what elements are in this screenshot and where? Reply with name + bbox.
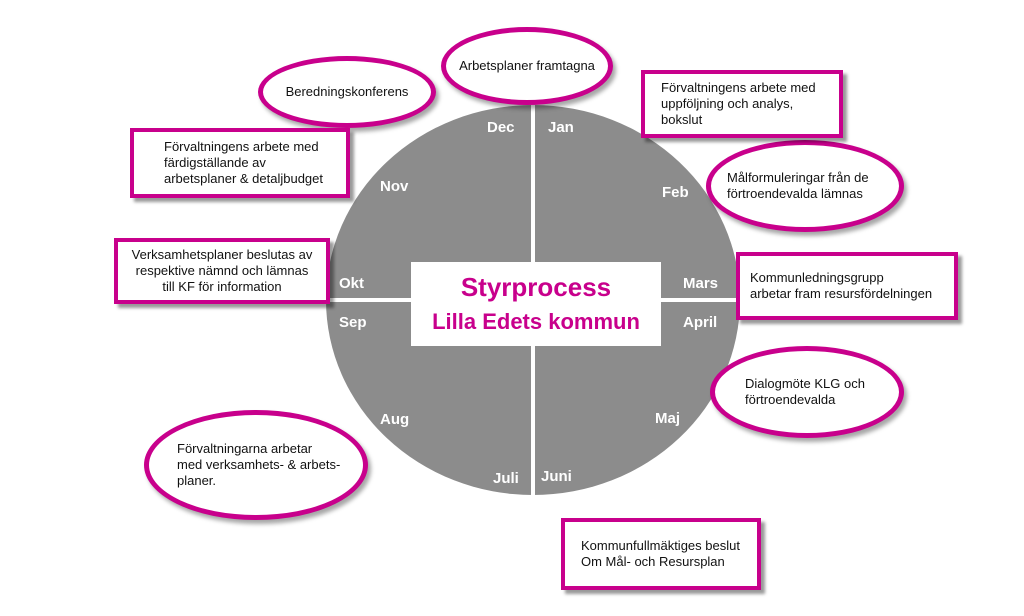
event-label: Målformuleringar från de förtroendevalda… xyxy=(727,170,869,201)
month-mars: Mars xyxy=(683,275,718,292)
event-kf-beslut: Kommunfullmäktiges beslut Om Mål- och Re… xyxy=(561,518,761,590)
event-label: Dialogmöte KLG och förtroendevalda xyxy=(745,376,865,407)
month-feb: Feb xyxy=(662,184,689,201)
diagram-subtitle: Lilla Edets kommun xyxy=(432,309,640,334)
month-maj: Maj xyxy=(655,410,680,427)
event-forvaltningens-fardigstallande: Förvaltningens arbete med färdigställand… xyxy=(130,128,350,198)
month-dec: Dec xyxy=(487,119,515,136)
event-arbetsplaner-framtagna: Arbetsplaner framtagna xyxy=(441,27,613,105)
event-forvaltningarna-arbetar: Förvaltningarna arbetar med verksamhets-… xyxy=(144,410,368,520)
event-label: Förvaltningarna arbetar med verksamhets-… xyxy=(177,441,341,488)
event-label: Verksamhetsplaner beslutas av respektive… xyxy=(131,247,313,294)
event-label: Förvaltningens arbete med färdigställand… xyxy=(164,139,324,186)
event-label: Förvaltningens arbete med uppföljning oc… xyxy=(661,80,816,127)
event-kommunledningsgrupp: Kommunledningsgrupp arbetar fram resursf… xyxy=(736,252,958,320)
event-label: Kommunfullmäktiges beslut Om Mål- och Re… xyxy=(581,538,740,569)
event-label: Beredningskonferens xyxy=(285,84,409,99)
event-label: Kommunledningsgrupp arbetar fram resursf… xyxy=(750,270,933,301)
month-jan: Jan xyxy=(548,119,574,136)
event-forvaltningens-uppfoljning: Förvaltningens arbete med uppföljning oc… xyxy=(641,70,843,138)
month-sep: Sep xyxy=(339,314,367,331)
center-title-box: Styrprocess Lilla Edets kommun xyxy=(411,262,661,346)
month-juli: Juli xyxy=(493,470,519,487)
event-beredningskonferens: Beredningskonferens xyxy=(258,56,436,128)
diagram-title: Styrprocess xyxy=(460,272,612,302)
month-nov: Nov xyxy=(380,178,409,195)
month-okt: Okt xyxy=(339,275,364,292)
event-label: Arbetsplaner framtagna xyxy=(459,58,595,73)
event-verksamhetsplaner-beslutas: Verksamhetsplaner beslutas av respektive… xyxy=(114,238,330,304)
event-dialogmote: Dialogmöte KLG och förtroendevalda xyxy=(710,346,904,438)
event-malformuleringar: Målformuleringar från de förtroendevalda… xyxy=(706,140,904,232)
month-april: April xyxy=(683,314,717,331)
month-aug: Aug xyxy=(380,411,409,428)
month-juni: Juni xyxy=(541,468,572,485)
